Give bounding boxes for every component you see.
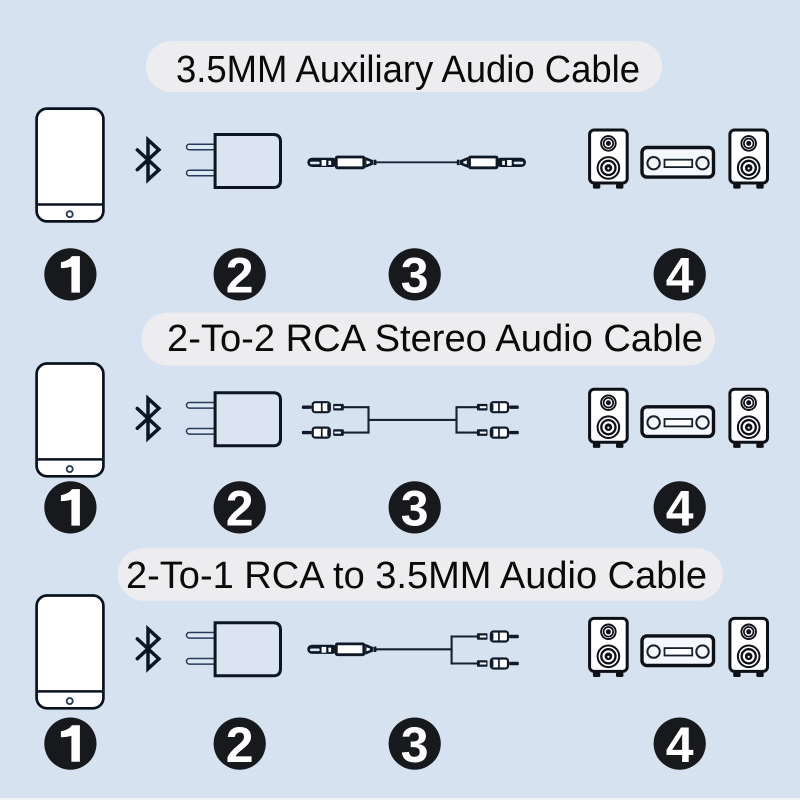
svg-text:2-To-2 RCA Stereo Audio Cable: 2-To-2 RCA Stereo Audio Cable: [167, 318, 703, 360]
svg-text:4: 4: [666, 717, 694, 773]
svg-text:4: 4: [666, 248, 694, 304]
svg-text:2: 2: [226, 717, 254, 773]
svg-text:3: 3: [401, 717, 429, 773]
svg-text:2-To-1 RCA to 3.5MM Audio Cabl: 2-To-1 RCA to 3.5MM Audio Cable: [126, 555, 707, 597]
svg-text:3: 3: [401, 481, 429, 537]
svg-text:3: 3: [401, 248, 429, 304]
svg-text:2: 2: [226, 481, 254, 537]
svg-text:3.5MM Auxiliary Audio Cable: 3.5MM Auxiliary Audio Cable: [176, 49, 640, 91]
svg-text:4: 4: [666, 481, 694, 537]
svg-text:2: 2: [226, 248, 254, 304]
